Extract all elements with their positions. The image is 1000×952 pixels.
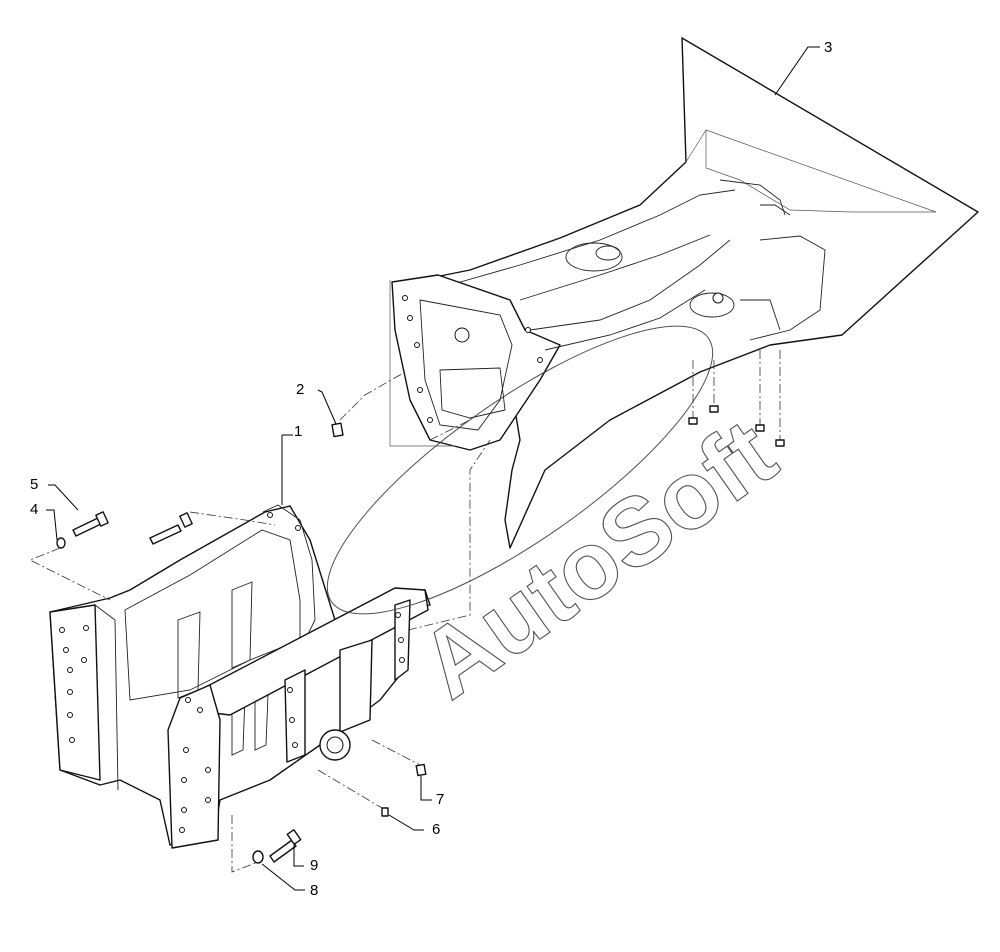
alignment-line (407, 439, 491, 631)
callout-label-7: 7 (436, 791, 444, 808)
front-support-frame (49, 504, 431, 849)
callout-9: 9 (293, 845, 318, 874)
upper-bolts (29, 511, 276, 601)
callout-3: 3 (774, 39, 832, 96)
alignment-line-upper (429, 419, 471, 441)
lower-bolts (231, 815, 302, 873)
dowel-pin (331, 371, 406, 438)
callout-label-8: 8 (310, 882, 318, 899)
callout-label-3: 3 (824, 39, 832, 56)
callout-label-9: 9 (310, 857, 318, 874)
callout-label-5: 5 (30, 476, 38, 493)
callout-label-4: 4 (30, 501, 38, 518)
callout-6: 6 (388, 814, 440, 838)
callout-label-2: 2 (296, 381, 304, 398)
callout-2: 2 (296, 381, 337, 425)
small-bolts (317, 739, 427, 817)
callout-7: 7 (420, 776, 444, 808)
callout-1: 1 (281, 423, 302, 505)
callout-label-1: 1 (294, 423, 302, 440)
callout-label-6: 6 (432, 821, 440, 838)
transmission-housing (389, 37, 979, 549)
callout-5: 5 (30, 476, 79, 511)
callout-4: 4 (30, 501, 58, 541)
frame-holes (59, 512, 405, 833)
callout-8: 8 (261, 863, 318, 899)
housing-nuts (688, 350, 785, 447)
